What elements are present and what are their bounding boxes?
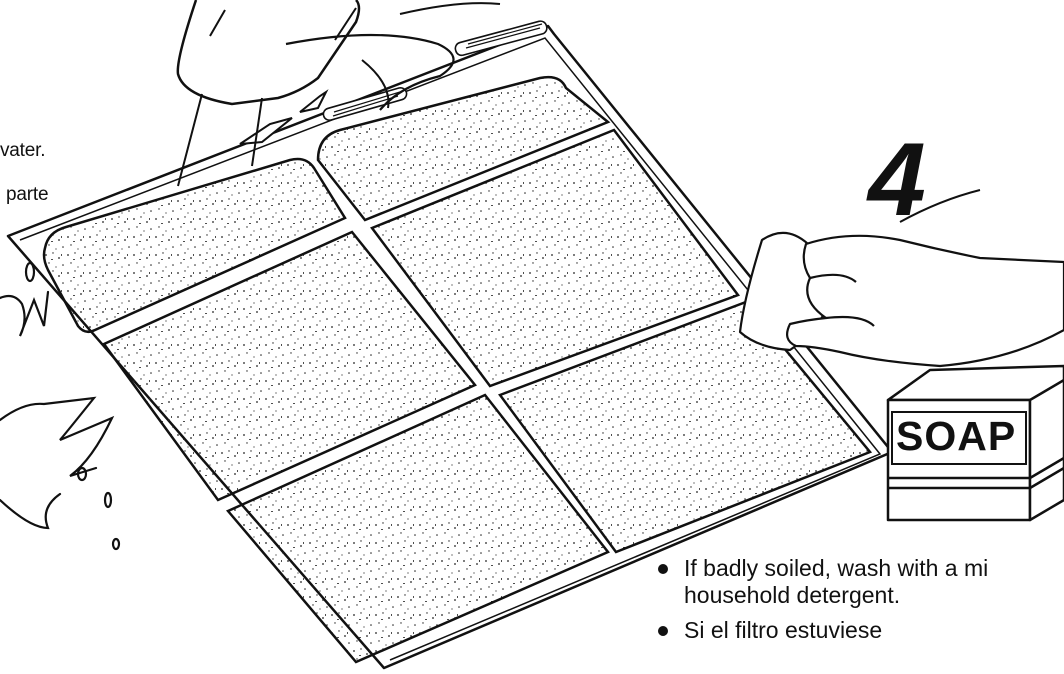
hand-with-cloth xyxy=(740,233,1064,366)
bullet-icon xyxy=(658,564,668,574)
instruction-item: Si el filtro estuviese xyxy=(656,617,988,644)
soap-label: SOAP xyxy=(896,416,1016,457)
instruction-text: household detergent. xyxy=(684,582,900,608)
cropped-text-line: parte xyxy=(6,184,48,206)
bullet-icon xyxy=(658,626,668,636)
instruction-item: If badly soiled, wash with a mi househol… xyxy=(656,555,988,609)
filter-clip xyxy=(300,92,326,112)
instruction-text: If badly soiled, wash with a mi xyxy=(684,555,988,581)
cropped-text-line: vater. xyxy=(0,140,45,162)
faucet-nozzle xyxy=(178,0,359,104)
hand xyxy=(787,236,1064,366)
instruction-text: Si el filtro estuviese xyxy=(684,617,882,643)
instruction-list: If badly soiled, wash with a mi househol… xyxy=(656,555,988,652)
step-number: 4 xyxy=(868,128,926,232)
